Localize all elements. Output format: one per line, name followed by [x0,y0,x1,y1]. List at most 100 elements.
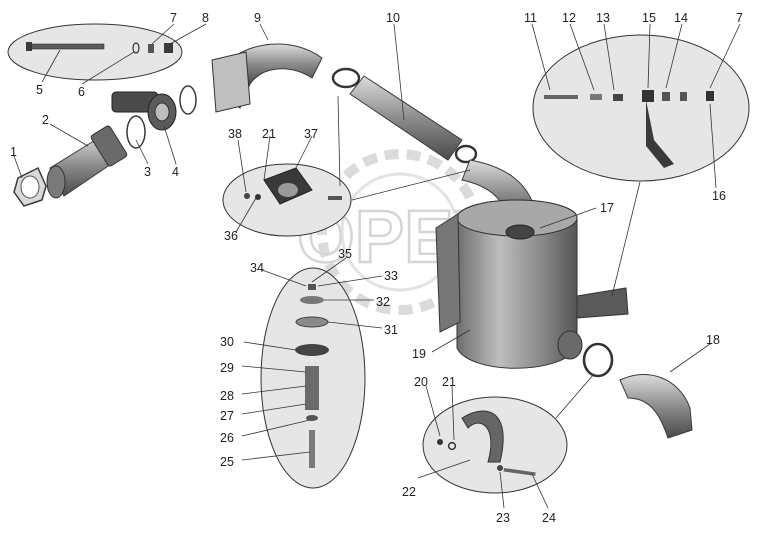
callout-9: 9 [254,11,261,25]
callout-20: 20 [414,375,428,389]
part-mount-stack [295,284,329,468]
callout-3: 3 [144,165,151,179]
leader-22 [417,459,471,479]
leader-24 [531,473,549,509]
leader-21b [263,135,271,181]
leader-25 [241,451,311,461]
callout-5: 5 [36,83,43,97]
callout-26: 26 [220,431,234,445]
callout-34: 34 [250,261,264,275]
leader-2 [49,123,89,147]
callout-1: 1 [10,145,17,159]
part-ring-gasket [126,115,146,149]
callout-37: 37 [304,127,318,141]
leader-35 [311,257,347,283]
part-elbow-gasket [179,85,197,115]
leader-20 [425,385,441,437]
callout-11: 11 [524,11,537,25]
leader-6 [81,51,135,85]
part-gasket [13,166,47,207]
callout-36: 36 [224,229,238,243]
leader-28 [241,385,307,395]
leader-7b [709,23,741,89]
part-strap-assembly [437,410,536,476]
callout-30: 30 [220,335,234,349]
leader-12 [569,23,595,91]
leader-bubble-right [611,181,641,297]
callout-24: 24 [542,511,556,525]
leader-13 [603,23,615,91]
leader-4 [163,125,177,165]
leader-29 [241,365,307,373]
callout-4: 4 [172,165,179,179]
callout-17: 17 [600,201,614,215]
part-valve-housing [111,91,177,131]
part-spring-washer [148,44,154,53]
callout-21b: 21 [262,127,276,141]
callout-6: 6 [78,85,85,99]
leader-18 [669,343,711,373]
callout-33: 33 [384,269,398,283]
leader-23 [499,471,505,509]
part-long-bolt [26,42,105,51]
leader-37 [293,135,313,173]
leader-7a [151,23,175,45]
part-washer [132,42,140,54]
part-muffler [435,199,629,369]
callout-12: 12 [562,11,576,25]
part-straight-pipe [349,75,478,164]
callout-23: 23 [496,511,510,525]
callout-31: 31 [384,323,398,337]
callout-28: 28 [220,389,234,403]
part-pipe-clamp [331,67,361,89]
leader-5 [41,49,61,83]
callout-18: 18 [706,333,720,347]
callout-38: 38 [228,127,242,141]
leader-11 [531,23,551,91]
callout-15: 15 [642,11,656,25]
callout-10: 10 [386,11,400,25]
callout-32: 32 [376,295,390,309]
leader-3 [135,139,149,165]
callout-14: 14 [674,11,688,25]
callout-25: 25 [220,455,234,469]
leader-9 [259,23,269,41]
leader-34 [261,269,307,287]
leader-17 [539,207,597,229]
leader-26 [241,419,311,437]
leader-19 [431,329,471,353]
part-tail-pipe [619,374,693,439]
part-outlet-clamp [582,342,614,378]
leader-bubble-mid [337,95,341,187]
leader-8 [169,23,207,45]
detail-bubble-bracket-set [532,34,750,182]
part-clamp-assembly [244,167,342,205]
callout-29: 29 [220,361,234,375]
callout-7b: 7 [736,11,743,25]
leader-14 [665,23,683,89]
leader-16 [709,103,717,189]
callout-22: 22 [402,485,416,499]
leader-1 [13,155,23,179]
callout-labels: 1 2 3 4 5 6 7 8 9 10 11 12 13 15 14 7 16… [10,11,743,525]
detail-bubble-bolt-set [7,23,183,81]
leader-10 [393,23,405,121]
callout-35: 35 [338,247,352,261]
leader-15 [647,23,651,89]
leader-bubble-clamp [351,169,471,201]
part-elbow-pipe [211,43,323,113]
leader-33 [317,275,383,287]
callout-2: 2 [42,113,49,127]
leader-21a [451,385,455,441]
leader-lines [13,23,741,509]
leader-31 [327,321,383,329]
part-inlet-pipe [46,125,128,199]
leader-30 [243,341,297,351]
leader-38 [237,139,247,193]
callout-27: 27 [220,409,234,423]
callout-8: 8 [202,11,209,25]
callout-19: 19 [412,347,426,361]
leader-27 [241,403,307,415]
